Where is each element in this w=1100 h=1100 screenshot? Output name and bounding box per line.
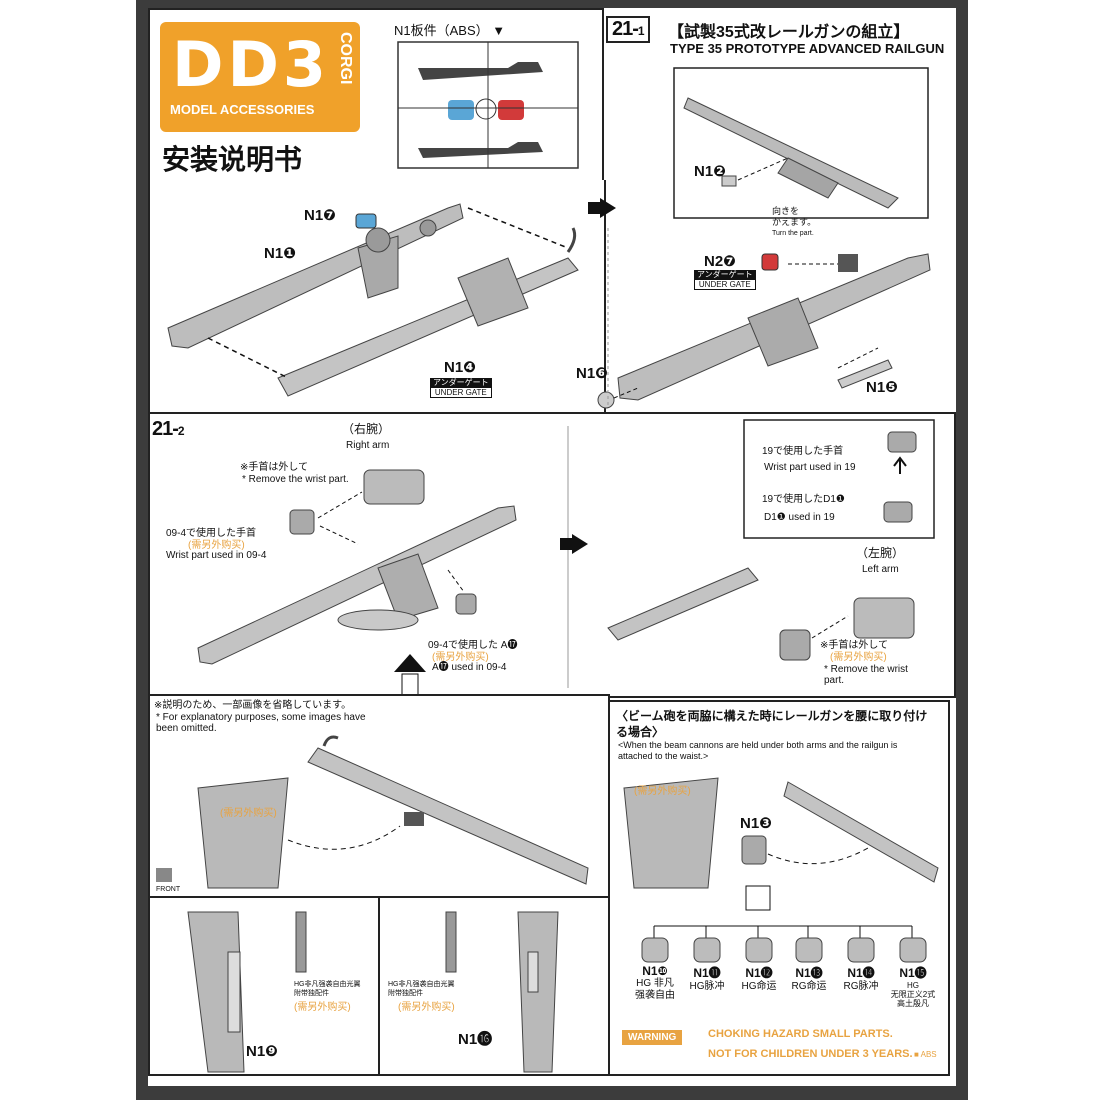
step-title-jp: 【試製35式改レールガンの組立】 (668, 24, 910, 41)
wrist-19-jp: 19で使用した手首 (762, 446, 844, 457)
head-item-2: N1⓬ HG命运 (730, 964, 788, 993)
front-label: FRONT (156, 886, 181, 893)
bottom-left-box (148, 896, 380, 1076)
hg-cn-right: (需另外购买) (398, 1002, 455, 1013)
under-gate-tag-2: アンダーゲート UNDER GATE (694, 270, 756, 290)
sprue-label-text: N1板件（ABS） (394, 23, 489, 38)
head-label: RG脉冲 (843, 981, 879, 992)
step-title-jp-text: 試製35式改レールガンの組立 (684, 24, 894, 41)
head-code: N1⓮ (847, 966, 875, 980)
part-n1-3: N1❸ (740, 815, 772, 832)
wrist-09-cn: (需另外购买) (188, 540, 245, 551)
beam-cannon-box (608, 700, 950, 1076)
hg-note-right: HG非凡强袭自由光翼 附带独配件 (388, 981, 455, 997)
remove-wrist2-en: * Remove the wrist part. (824, 664, 908, 686)
step21-1-main-box (148, 180, 606, 414)
step-number: 21 (612, 18, 633, 40)
step-sub: 1 (637, 24, 645, 38)
hg-note-left: HG非凡强袭自由光翼 附带独配件 (294, 981, 361, 997)
head-item-5: N1⓯ HG 无限正义2式 高土殷凡 (884, 964, 942, 1008)
beam-title-en: <When the beam cannons are held under bo… (618, 740, 898, 761)
head-code: N1⓬ (745, 966, 773, 980)
left-arm-en: Left arm (862, 564, 899, 575)
beam-title-jp: 〈ビーム砲を両脇に構えた時にレールガンを腰に取り付ける場合〉 (616, 709, 928, 739)
head-item-4: N1⓮ RG脉冲 (832, 964, 890, 993)
part-n1-1: N1❶ (264, 245, 296, 262)
under-gate-en-2: UNDER GATE (694, 279, 756, 290)
wrist-09-jp: 09-4で使用した手首 (166, 528, 257, 539)
step-number-21-2: 21-2 (152, 418, 185, 440)
part-n1-2: N1❷ (694, 163, 726, 180)
head-item-0: N1❿ HG 非凡 强袭自由 (626, 964, 684, 1002)
part-n1-7: N1❼ (304, 207, 336, 224)
waist-attach-diagram (156, 735, 589, 889)
part-n1-5: N1❺ (866, 379, 898, 396)
right-arm-jp: （右腕） (342, 422, 391, 436)
brand-logo: DD3 MODEL ACCESSORIES CORGI (160, 22, 360, 132)
railgun-exploded-diagram (167, 67, 931, 409)
under-gate-jp: アンダーゲート (430, 378, 492, 387)
turn-note-en: Turn the part. (772, 230, 814, 237)
step-sub-2: 2 (177, 424, 185, 438)
under-gate-jp-2: アンダーゲート (694, 270, 756, 279)
wing-parts-diagram (187, 911, 559, 1073)
arm-attach-diagram (197, 418, 935, 708)
head-item-1: N1⓫ HG脉冲 (678, 964, 736, 993)
part-n1-16: N1⓰ (458, 1031, 493, 1048)
hg-cn-left: (需另外购买) (294, 1002, 351, 1013)
instruction-sheet: DD3 MODEL ACCESSORIES CORGI 安装说明书 N1板件（A… (148, 8, 956, 1086)
omit-note-en: * For explanatory purposes, some images … (156, 712, 366, 734)
a17-jp: 09-4で使用した A⓱ (428, 640, 518, 651)
warning-not-for: NOT FOR CHILDREN UNDER 3 YEARS. (708, 1048, 913, 1060)
warning-choking: CHOKING HAZARD SMALL PARTS. (708, 1028, 893, 1040)
manual-title: 安装说明书 (162, 143, 303, 176)
warning-badge: WARNING (622, 1030, 683, 1045)
step-number-2: 21 (152, 418, 173, 440)
step-number-21-1: 21-1 (606, 16, 650, 43)
turn-note-jp: 向きを かえます。 (772, 206, 817, 227)
logo-side-text: CORGI (337, 32, 354, 85)
part-n2-7: N2❼ (704, 253, 736, 270)
head-label: HG 非凡 强袭自由 (635, 978, 675, 1001)
omit-note-jp: ※説明のため、一部画像を省略しています。 (154, 700, 352, 711)
head-label: HG命运 (741, 981, 777, 992)
under-gate-tag: アンダーゲート UNDER GATE (430, 378, 492, 398)
step21-2-box (148, 412, 956, 698)
head-label: HG 无限正义2式 高土殷凡 (890, 981, 936, 1008)
abs-mark: ■ ABS (914, 1050, 937, 1059)
beam-cn-note: (需另外购买) (634, 786, 691, 797)
remove-wrist2-cn: (需另外购买) (830, 652, 887, 663)
head-code: N1⓯ (899, 966, 927, 980)
part-n1-6: N1❻ (576, 365, 608, 382)
d1-jp: 19で使用したD1❶ (762, 494, 845, 505)
remove-wrist-jp: ※手首は外して (240, 462, 309, 473)
sprue-label: N1板件（ABS） ▼ (394, 23, 506, 38)
under-gate-en: UNDER GATE (430, 387, 492, 398)
wrist-19-en: Wrist part used in 19 (764, 462, 856, 473)
wrist-09-en: Wrist part used in 09-4 (166, 550, 267, 561)
head-code: N1❿ (642, 964, 668, 978)
head-label: RG命运 (791, 981, 827, 992)
a17-cn: (需另外购买) (432, 652, 489, 663)
logo-subtext: MODEL ACCESSORIES (170, 102, 315, 117)
remove-wrist2-jp: ※手首は外して (820, 640, 889, 651)
head-label: HG脉冲 (689, 981, 725, 992)
head-code: N1⓭ (795, 966, 823, 980)
part-n1-4: N1❹ (444, 359, 476, 376)
abs-text: ABS (920, 1050, 937, 1059)
left-arm-jp: （左腕） (856, 546, 905, 560)
bottom-mid-box (378, 896, 610, 1076)
step-title-en: TYPE 35 PROTOTYPE ADVANCED RAILGUN (670, 41, 945, 56)
head-code: N1⓫ (693, 966, 721, 980)
sprue-diagram (397, 41, 579, 169)
beam-waist-diagram (623, 777, 939, 963)
logo-text: DD3 (172, 28, 331, 101)
d1-en: D1❶ used in 19 (764, 512, 835, 523)
head-item-3: N1⓭ RG命运 (780, 964, 838, 993)
right-arm-en: Right arm (346, 440, 390, 451)
part-n1-9: N1❾ (246, 1043, 278, 1060)
a17-en: A⓱ used in 09-4 (432, 662, 507, 673)
waist-cn-note: (需另外购买) (220, 808, 277, 819)
remove-wrist-en: * Remove the wrist part. (242, 474, 349, 485)
